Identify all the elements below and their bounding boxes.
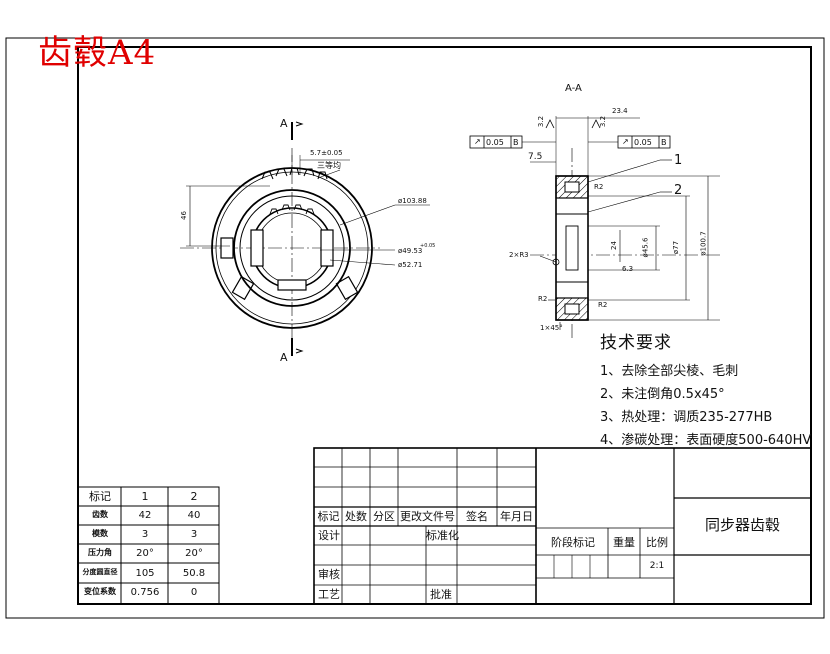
gear-row-value: 0 bbox=[190, 587, 198, 598]
dim-inner: ø45.6 bbox=[641, 237, 650, 258]
weight-label: 重量 bbox=[613, 536, 635, 549]
gear-row-value: 105 bbox=[135, 568, 155, 579]
section-label: A-A bbox=[565, 83, 582, 94]
review-label: 审核 bbox=[318, 568, 340, 581]
gear-row-value: 3 bbox=[190, 529, 198, 540]
dim-offset: 7.5 bbox=[528, 152, 543, 162]
title-block-grid bbox=[313, 447, 812, 605]
front-view bbox=[180, 121, 430, 356]
gear-row-value: 40 bbox=[187, 510, 201, 521]
dim-hub: ø77 bbox=[672, 240, 681, 255]
gear-row-value: 3 bbox=[141, 529, 149, 540]
tech-req-item-2: 2、未注倒角0.5x45° bbox=[600, 387, 725, 402]
rev-header-count: 处数 bbox=[345, 510, 367, 523]
dim-d2: ø49.53 bbox=[398, 247, 423, 255]
outer-border bbox=[5, 37, 825, 619]
tol2-symbol: ↗ bbox=[622, 137, 629, 146]
rev-header-doc: 更改文件号 bbox=[400, 510, 455, 523]
dim-width: 23.4 bbox=[612, 107, 628, 115]
dim-height: 46 bbox=[179, 211, 188, 220]
tol2-datum: B bbox=[661, 138, 667, 147]
process-label: 工艺 bbox=[318, 588, 340, 601]
gear-row-label: 压力角 bbox=[88, 548, 112, 557]
tech-req-item-3: 3、热处理：调质235-277HB bbox=[600, 410, 773, 425]
callout-2: 2 bbox=[674, 183, 683, 198]
gear-row-label: 分度圆直径 bbox=[82, 568, 118, 576]
gear-row-value: 50.8 bbox=[182, 568, 206, 579]
tol1-datum: B bbox=[513, 138, 519, 147]
tol2-value: 0.05 bbox=[634, 138, 652, 147]
gear-row-value: 20° bbox=[185, 548, 203, 559]
gear-table-header-mark: 标记 bbox=[89, 490, 111, 503]
dim-chamfer2: 1×45° bbox=[540, 324, 563, 332]
gear-row-value: 20° bbox=[136, 548, 154, 559]
dim-r-mid: R2 bbox=[538, 295, 548, 303]
corner-label: 齿毂A4 bbox=[38, 33, 157, 73]
roughness-1: 3.2 bbox=[537, 115, 546, 128]
tech-req-title: 技术要求 bbox=[600, 333, 672, 353]
dim-angle: 6.3 bbox=[622, 265, 634, 273]
tol1-value: 0.05 bbox=[486, 138, 504, 147]
dim-d1: ø103.88 bbox=[398, 197, 427, 205]
gear-row-value: 0.756 bbox=[130, 587, 160, 598]
stage-mark-label: 阶段标记 bbox=[551, 536, 595, 549]
gear-row-label: 齿数 bbox=[92, 510, 108, 519]
standardize-label: 标准化 bbox=[426, 529, 459, 542]
gear-row-label: 模数 bbox=[92, 529, 108, 538]
tol1-symbol: ↗ bbox=[474, 137, 481, 146]
dim-keyway: 5.7±0.05 bbox=[310, 149, 343, 157]
gear-table-header-2: 2 bbox=[190, 490, 198, 503]
part-name: 同步器齿毂 bbox=[704, 516, 780, 534]
rev-header-zone: 分区 bbox=[373, 510, 395, 523]
tech-req-item-4: 4、渗碳处理：表面硬度500-640HV bbox=[600, 433, 812, 448]
section-mark-bottom: A bbox=[280, 351, 288, 364]
design-label: 设计 bbox=[318, 529, 340, 542]
approve-label: 批准 bbox=[430, 588, 452, 601]
gear-table-header-1: 1 bbox=[141, 490, 149, 503]
dim-bore: 24 bbox=[609, 241, 618, 250]
section-view bbox=[469, 116, 720, 338]
scale-label: 比例 bbox=[646, 536, 668, 549]
gear-row-label: 变位系数 bbox=[84, 587, 116, 596]
scale-value: 2:1 bbox=[649, 561, 665, 571]
tech-req-item-1: 1、去除全部尖棱、毛刺 bbox=[600, 364, 739, 379]
roughness-2: 3.2 bbox=[599, 115, 608, 128]
gear-table-grid bbox=[77, 486, 220, 605]
dim-d2-tol: +0.05 bbox=[420, 243, 436, 249]
dim-r-top: R2 bbox=[594, 183, 604, 191]
gear-row-value: 42 bbox=[138, 510, 152, 521]
dim-equal-spacing: 三等均 bbox=[317, 161, 341, 170]
rev-header-sign: 签名 bbox=[466, 510, 488, 523]
callout-1: 1 bbox=[674, 153, 683, 168]
section-mark-top: A bbox=[280, 117, 288, 130]
dim-r-bot: R2 bbox=[598, 301, 608, 309]
dim-d3: ø52.71 bbox=[398, 261, 423, 269]
rev-header-date: 年月日 bbox=[500, 510, 533, 523]
rev-header-mark: 标记 bbox=[317, 510, 340, 523]
dim-outer: ø100.7 bbox=[699, 231, 708, 256]
dim-chamfer1: 2×R3 bbox=[509, 251, 529, 259]
